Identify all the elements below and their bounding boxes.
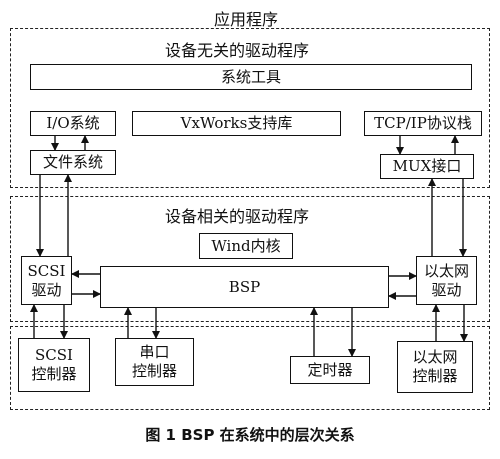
dependent-driver-group bbox=[10, 196, 490, 322]
timer-label: 定时器 bbox=[307, 360, 353, 379]
system-tools-box: 系统工具 bbox=[30, 64, 472, 90]
scsi-driver-line1: SCSI bbox=[27, 261, 66, 280]
ethernet-controller-box: 以太网 控制器 bbox=[397, 341, 473, 393]
io-system-label: I/O系统 bbox=[46, 114, 100, 132]
scsi-controller-line2: 控制器 bbox=[31, 365, 77, 383]
bsp-box: BSP bbox=[100, 266, 389, 308]
figure-caption: 图 1 BSP 在系统中的层次关系 bbox=[145, 426, 355, 444]
file-system-label: 文件系统 bbox=[42, 153, 103, 171]
ethernet-driver-line1: 以太网 bbox=[423, 261, 469, 280]
hardware-group bbox=[10, 326, 490, 410]
tcpip-stack-label: TCP/IP协议栈 bbox=[374, 114, 472, 132]
scsi-controller-line1: SCSI bbox=[35, 346, 73, 364]
vxworks-lib-label: VxWorks支持库 bbox=[180, 114, 293, 132]
scsi-driver-box: SCSI 驱动 bbox=[21, 256, 72, 305]
mux-interface-label: MUX接口 bbox=[392, 157, 462, 175]
independent-driver-group bbox=[10, 28, 490, 188]
app-layer-label: 应用程序 bbox=[214, 10, 279, 29]
serial-controller-box: 串口 控制器 bbox=[115, 338, 194, 386]
tcpip-stack-box: TCP/IP协议栈 bbox=[364, 111, 482, 136]
ethernet-controller-line2: 控制器 bbox=[412, 367, 458, 385]
wind-kernel-box: Wind内核 bbox=[199, 233, 293, 259]
wind-kernel-label: Wind内核 bbox=[211, 236, 281, 255]
ethernet-controller-line1: 以太网 bbox=[412, 348, 458, 366]
ethernet-driver-box: 以太网 驱动 bbox=[416, 256, 477, 305]
vxworks-lib-box: VxWorks支持库 bbox=[132, 111, 341, 136]
io-system-box: I/O系统 bbox=[30, 111, 116, 136]
system-tools-label: 系统工具 bbox=[220, 67, 281, 86]
scsi-controller-box: SCSI 控制器 bbox=[18, 338, 90, 392]
ethernet-driver-line2: 驱动 bbox=[431, 280, 462, 299]
file-system-box: 文件系统 bbox=[30, 150, 116, 175]
timer-box: 定时器 bbox=[290, 356, 370, 384]
serial-controller-line1: 串口 bbox=[139, 343, 170, 361]
serial-controller-line2: 控制器 bbox=[131, 362, 177, 380]
bsp-label: BSP bbox=[228, 277, 261, 296]
independent-group-title: 设备无关的驱动程序 bbox=[165, 41, 310, 60]
mux-interface-box: MUX接口 bbox=[380, 154, 474, 179]
scsi-driver-line2: 驱动 bbox=[31, 280, 62, 299]
dependent-group-title: 设备相关的驱动程序 bbox=[165, 207, 310, 226]
